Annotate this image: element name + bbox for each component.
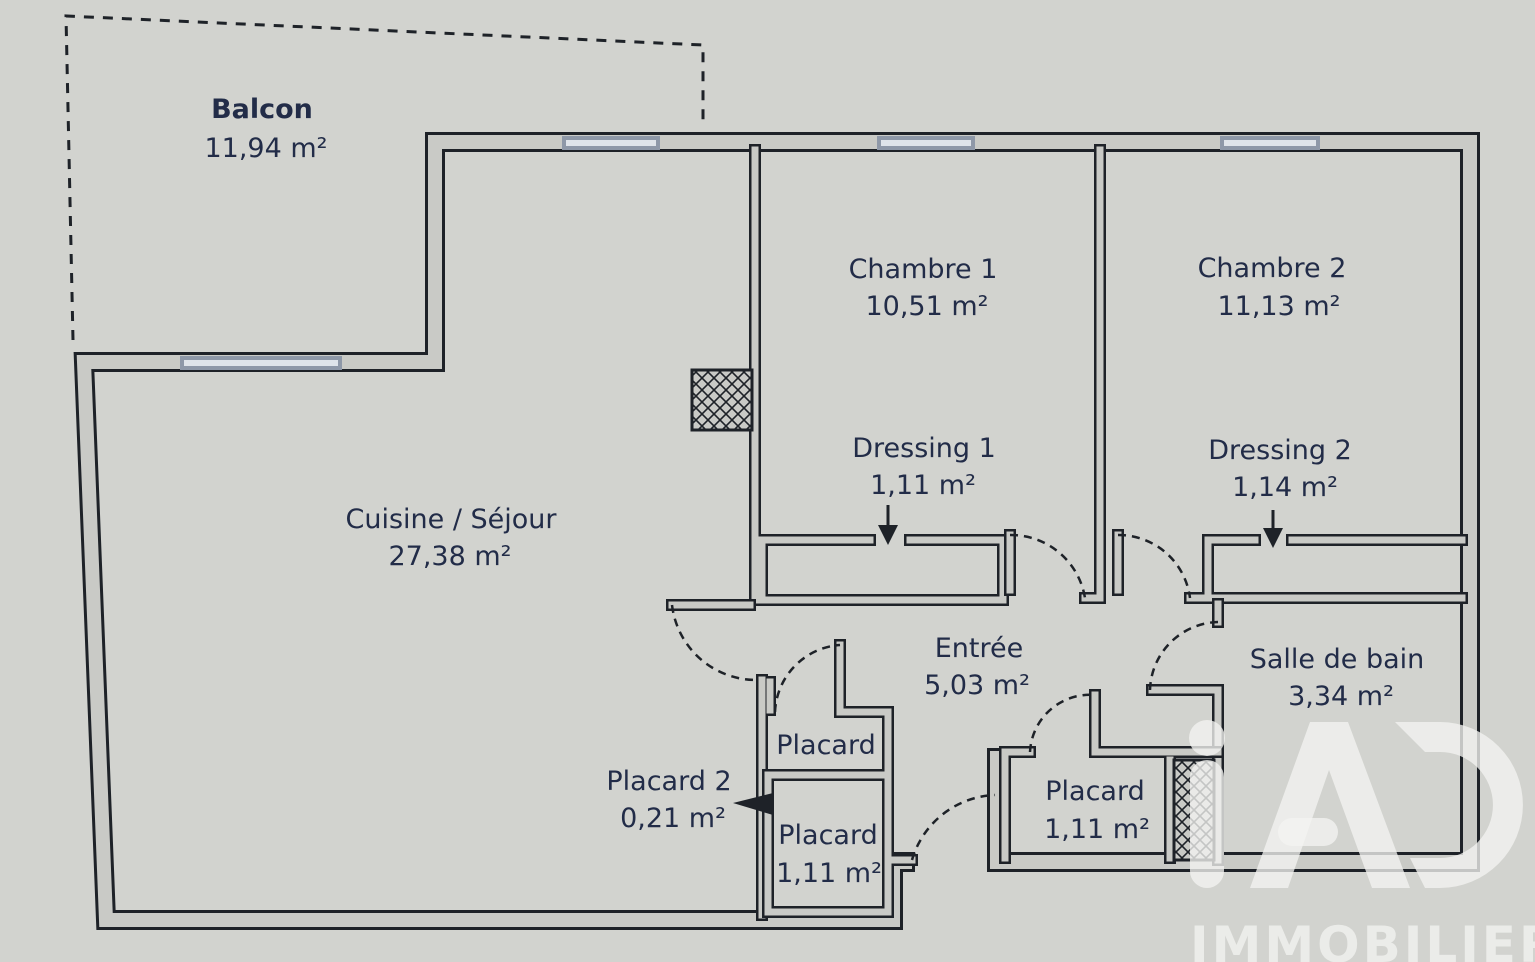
balcony-outline bbox=[64, 14, 705, 341]
room-name-chambre2: Chambre 2 bbox=[1198, 253, 1347, 284]
room-name-sejour: Cuisine / Séjour bbox=[345, 504, 557, 535]
logo-text: IMMOBILIER bbox=[1190, 916, 1535, 962]
room-area-placard-b: 1,11 m² bbox=[776, 858, 882, 889]
room-name-placard-c: Placard bbox=[1045, 776, 1144, 807]
windows bbox=[180, 136, 1320, 370]
room-name-placard-b: Placard bbox=[778, 820, 877, 851]
duct-hatch bbox=[690, 368, 754, 432]
room-name-sdb: Salle de bain bbox=[1250, 644, 1425, 675]
iad-logo-watermark: IMMOBILIER bbox=[1189, 720, 1535, 962]
room-area-sejour: 27,38 m² bbox=[388, 541, 511, 572]
arrow-icon bbox=[878, 505, 898, 545]
room-name-placard2: Placard 2 bbox=[606, 766, 731, 797]
room-area-placard2: 0,21 m² bbox=[620, 803, 726, 834]
door-swings bbox=[670, 533, 1219, 861]
room-area-dressing2: 1,14 m² bbox=[1232, 472, 1338, 503]
room-name-placard: Placard bbox=[776, 730, 875, 761]
room-area-placard-c: 1,11 m² bbox=[1044, 814, 1150, 845]
room-area-entree: 5,03 m² bbox=[924, 670, 1030, 701]
room-name-entree: Entrée bbox=[935, 633, 1024, 664]
room-name-balcon: Balcon bbox=[211, 94, 313, 125]
room-name-chambre1: Chambre 1 bbox=[849, 254, 998, 285]
room-area-chambre1: 10,51 m² bbox=[865, 291, 988, 322]
room-area-dressing1: 1,11 m² bbox=[870, 470, 976, 501]
room-area-sdb: 3,34 m² bbox=[1288, 681, 1394, 712]
interior-walls bbox=[666, 144, 1468, 921]
arrow-icon bbox=[733, 793, 773, 815]
room-area-chambre2: 11,13 m² bbox=[1217, 291, 1340, 322]
room-name-dressing2: Dressing 2 bbox=[1208, 435, 1352, 466]
room-name-dressing1: Dressing 1 bbox=[852, 433, 996, 464]
room-area-balcon: 11,94 m² bbox=[204, 133, 327, 164]
arrow-icon bbox=[1263, 510, 1283, 548]
